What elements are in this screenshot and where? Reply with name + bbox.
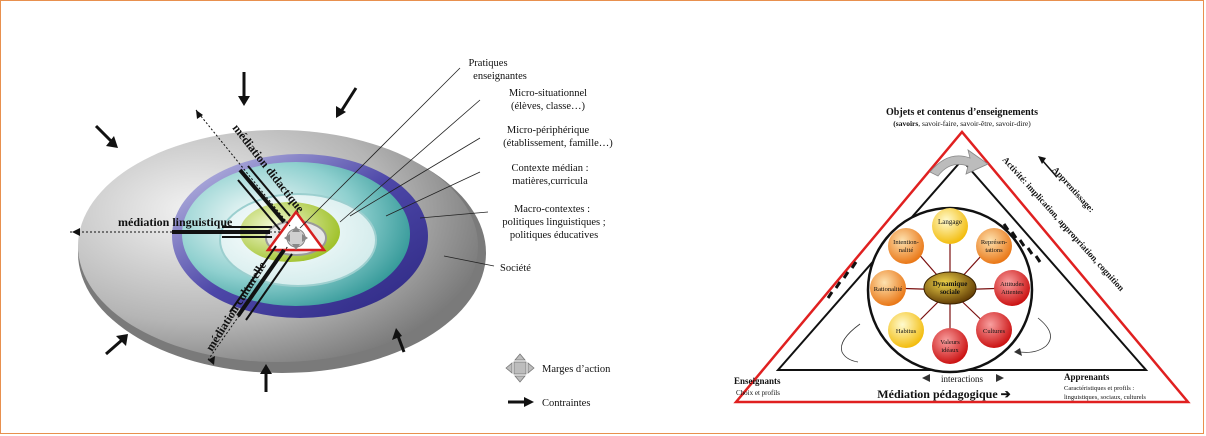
constraint-arrows [94,72,406,392]
node-representations: Représen- tations [976,228,1012,264]
node-intentionnalite-label-2: nalité [899,247,914,254]
node-representations-label-2: tations [985,247,1003,254]
constraint-arrow-icon [260,364,272,392]
node-habitus-label: Habitus [896,328,917,335]
enseignants-title: Enseignants [734,376,781,386]
legend: Marges d’action Contraintes [505,353,611,409]
objets-title: Objets et contenus d’enseignements [886,107,1038,118]
pratiques-label-2: enseignantes [473,71,527,82]
constraint-arrow-icon [392,328,406,353]
cycle-arrow-icon [929,149,989,177]
macro-label-2: politiques linguistiques ; [502,217,605,228]
apprentissage-arrow-icon [1038,156,1057,177]
mediation-linguistique-label: médiation linguistique [118,215,233,229]
micro-peripherique-label-1: Micro-périphérique [507,125,590,136]
interactions-label: interactions [941,374,983,384]
constraint-arrow-icon [94,124,118,148]
node-rationalite: Rationalité [870,270,906,306]
node-attitudes: Attitudes Attentes [994,270,1030,306]
legend-contraintes-label: Contraintes [542,398,590,409]
objets-subtitle: (savoirs, savoir-faire, savoir-être, sav… [893,119,1031,128]
constraint-arrow-icon [105,334,128,356]
central-triangle [265,209,327,252]
node-langage: Langage [932,208,968,244]
micro-situationnel-label-2: (élèves, classe…) [511,101,586,112]
interaction-curves [841,317,1051,363]
macro-label-3: politiques éducatives [510,230,598,241]
micro-peripherique-label-2: (établissement, famille…) [503,138,613,149]
interactions-left-arrow-icon [922,374,930,382]
apprenants-subtitle-1: Caractéristiques et profils : [1064,385,1134,392]
node-cultures: Cultures [976,312,1012,348]
interactions-right-arrow-icon [996,374,1004,382]
constraint-arrow-icon [336,87,358,118]
constraint-arrow-icon [238,72,250,106]
node-attitudes-label-2: Attentes [1001,289,1023,296]
rail-right [1002,223,1042,263]
node-representations-label-1: Représen- [981,239,1007,246]
curve-arrowhead-icon [1014,348,1022,356]
node-habitus: Habitus [888,312,924,348]
macro-label-1: Macro-contextes : [514,204,590,215]
node-rationalite-label: Rationalité [874,286,903,293]
rail-left [826,261,858,299]
node-valeurs: Valeurs idéaux [932,328,968,364]
mediation-pedagogique-label: Médiation pédagogique ➔ [877,387,1010,401]
node-dynamique-sociale: Dynamique sociale [923,271,977,305]
contraintes-arrow-icon [508,397,534,407]
societe-label: Société [500,263,531,274]
micro-situationnel-label-1: Micro-situationnel [509,88,587,99]
pratiques-label-1: Pratiques [468,58,507,69]
node-intentionnalite-label-1: Intention- [893,239,919,246]
apprenants-title: Apprenants [1064,372,1110,382]
node-valeurs-label-2: idéaux [941,347,959,354]
node-attitudes-label-1: Attitudes [1000,281,1024,288]
dynamique-label-2: sociale [940,288,960,296]
marges-icon [505,353,535,383]
node-valeurs-label-1: Valeurs [940,339,960,346]
dynamique-label-1: Dynamique [933,280,968,288]
median-label-1: Contexte médian : [512,163,589,174]
enseignants-subtitle: Choix et profils [736,389,780,397]
median-label-2: matières,curricula [512,176,588,187]
leader-lines [299,67,495,267]
interactions-row: interactions [922,374,1004,384]
mediation-axes [70,109,293,365]
apprentissage-label: Apprentissage: [1051,165,1097,215]
legend-marges-label: Marges d’action [542,364,611,375]
node-cultures-label: Cultures [983,328,1005,335]
node-intentionnalite: Intention- nalité [888,228,924,264]
apprenants-subtitle-2: linguistiques, sociaux, culturels [1064,394,1146,401]
node-langage-label: Langage [938,218,962,226]
